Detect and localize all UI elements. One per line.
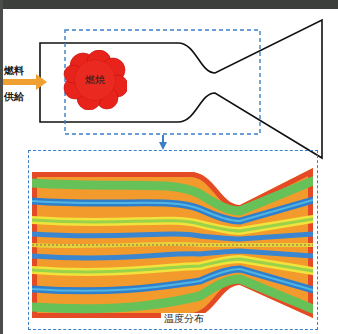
caption-label: 温度分布 [161, 313, 207, 325]
fuel-label: 燃料 供給 [4, 58, 27, 110]
temperature-field [30, 165, 320, 325]
node-label: 燃焼 [85, 73, 105, 87]
detail-box: 温度分布 [28, 150, 318, 330]
dark-backdrop [0, 0, 338, 9]
zoom-arrow [162, 135, 164, 146]
zoom-box [65, 30, 260, 134]
combustion-node: 燃焼 [63, 50, 127, 110]
fuel-arrow [3, 74, 47, 90]
engine-outline [40, 20, 322, 158]
dark-backdrop [0, 0, 3, 334]
